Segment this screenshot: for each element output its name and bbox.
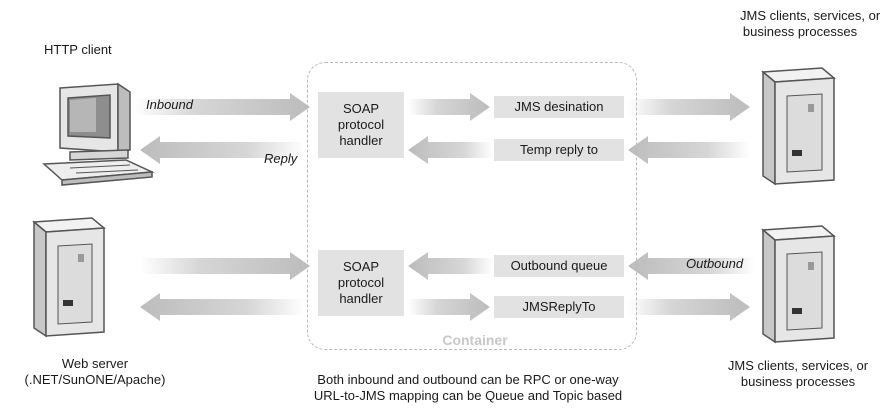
clients-to-temp-reply-arrow bbox=[628, 136, 750, 164]
jms-clients-bottom-line2: business processes bbox=[740, 374, 856, 389]
web-server-label: Web server (.NET/SunONE/Apache) bbox=[20, 356, 170, 388]
footer-line1: Both inbound and outbound can be RPC or … bbox=[317, 372, 619, 387]
jmsreplyto-to-clients-arrow bbox=[628, 293, 750, 321]
outbound-label: Outbound bbox=[686, 256, 744, 271]
jms-clients-top-label: JMS clients, services, or business proce… bbox=[740, 8, 881, 40]
soap-handler-bottom: SOAP protocol handler bbox=[318, 250, 404, 316]
soap-handler-bottom-line: handler bbox=[339, 291, 383, 306]
soap-to-jms-dest-arrow bbox=[408, 93, 490, 121]
soap-to-jmsreplyto-arrow bbox=[408, 293, 490, 321]
outbound-queue-to-soap-arrow bbox=[408, 252, 493, 280]
soap-handler-top-line: handler bbox=[339, 133, 383, 148]
http-client-label: HTTP client bbox=[44, 42, 112, 57]
footer-line2: URL-to-JMS mapping can be Queue and Topi… bbox=[313, 388, 623, 403]
temp-reply-to-soap-arrow bbox=[408, 136, 493, 164]
outbound-arrow bbox=[628, 252, 755, 280]
web-server-line1: Web server bbox=[61, 356, 129, 371]
web-server-icon bbox=[32, 217, 106, 338]
jms-destination-box: JMS desination bbox=[494, 96, 624, 118]
soap-handler-top-line: protocol bbox=[337, 117, 385, 132]
container-label: Container bbox=[442, 332, 508, 348]
footer-notes: Both inbound and outbound can be RPC or … bbox=[268, 372, 668, 404]
outbound-queue-box: Outbound queue bbox=[494, 255, 624, 277]
jms-clients-top-line2: business processes bbox=[742, 24, 858, 39]
reply-label: Reply bbox=[264, 151, 298, 166]
jms-clients-top-line1: JMS clients, services, or bbox=[740, 8, 881, 23]
jms-clients-bottom-line1: JMS clients, services, or bbox=[727, 358, 869, 373]
jms-server-bottom-icon bbox=[761, 225, 836, 344]
computer-icon bbox=[42, 82, 155, 186]
jms-clients-bottom-label: JMS clients, services, or business proce… bbox=[723, 358, 873, 390]
inbound-arrow bbox=[135, 93, 310, 121]
web-server-to-soap-arrow bbox=[140, 252, 310, 280]
soap-to-web-server-arrow bbox=[140, 293, 305, 321]
web-server-line2: (.NET/SunONE/Apache) bbox=[24, 372, 166, 387]
container-boundary bbox=[307, 62, 637, 350]
soap-handler-top-line: SOAP bbox=[342, 101, 380, 116]
soap-handler-bottom-line: SOAP bbox=[342, 259, 380, 274]
jms-dest-to-clients-arrow bbox=[628, 93, 750, 121]
jms-server-top-icon bbox=[761, 67, 836, 186]
jmsreplyto-box: JMSReplyTo bbox=[494, 296, 624, 318]
temp-reply-to-box: Temp reply to bbox=[494, 139, 624, 161]
reply-arrow bbox=[140, 136, 305, 164]
soap-handler-bottom-line: protocol bbox=[337, 275, 385, 290]
inbound-label: Inbound bbox=[146, 97, 193, 112]
soap-handler-top: SOAP protocol handler bbox=[318, 92, 404, 158]
